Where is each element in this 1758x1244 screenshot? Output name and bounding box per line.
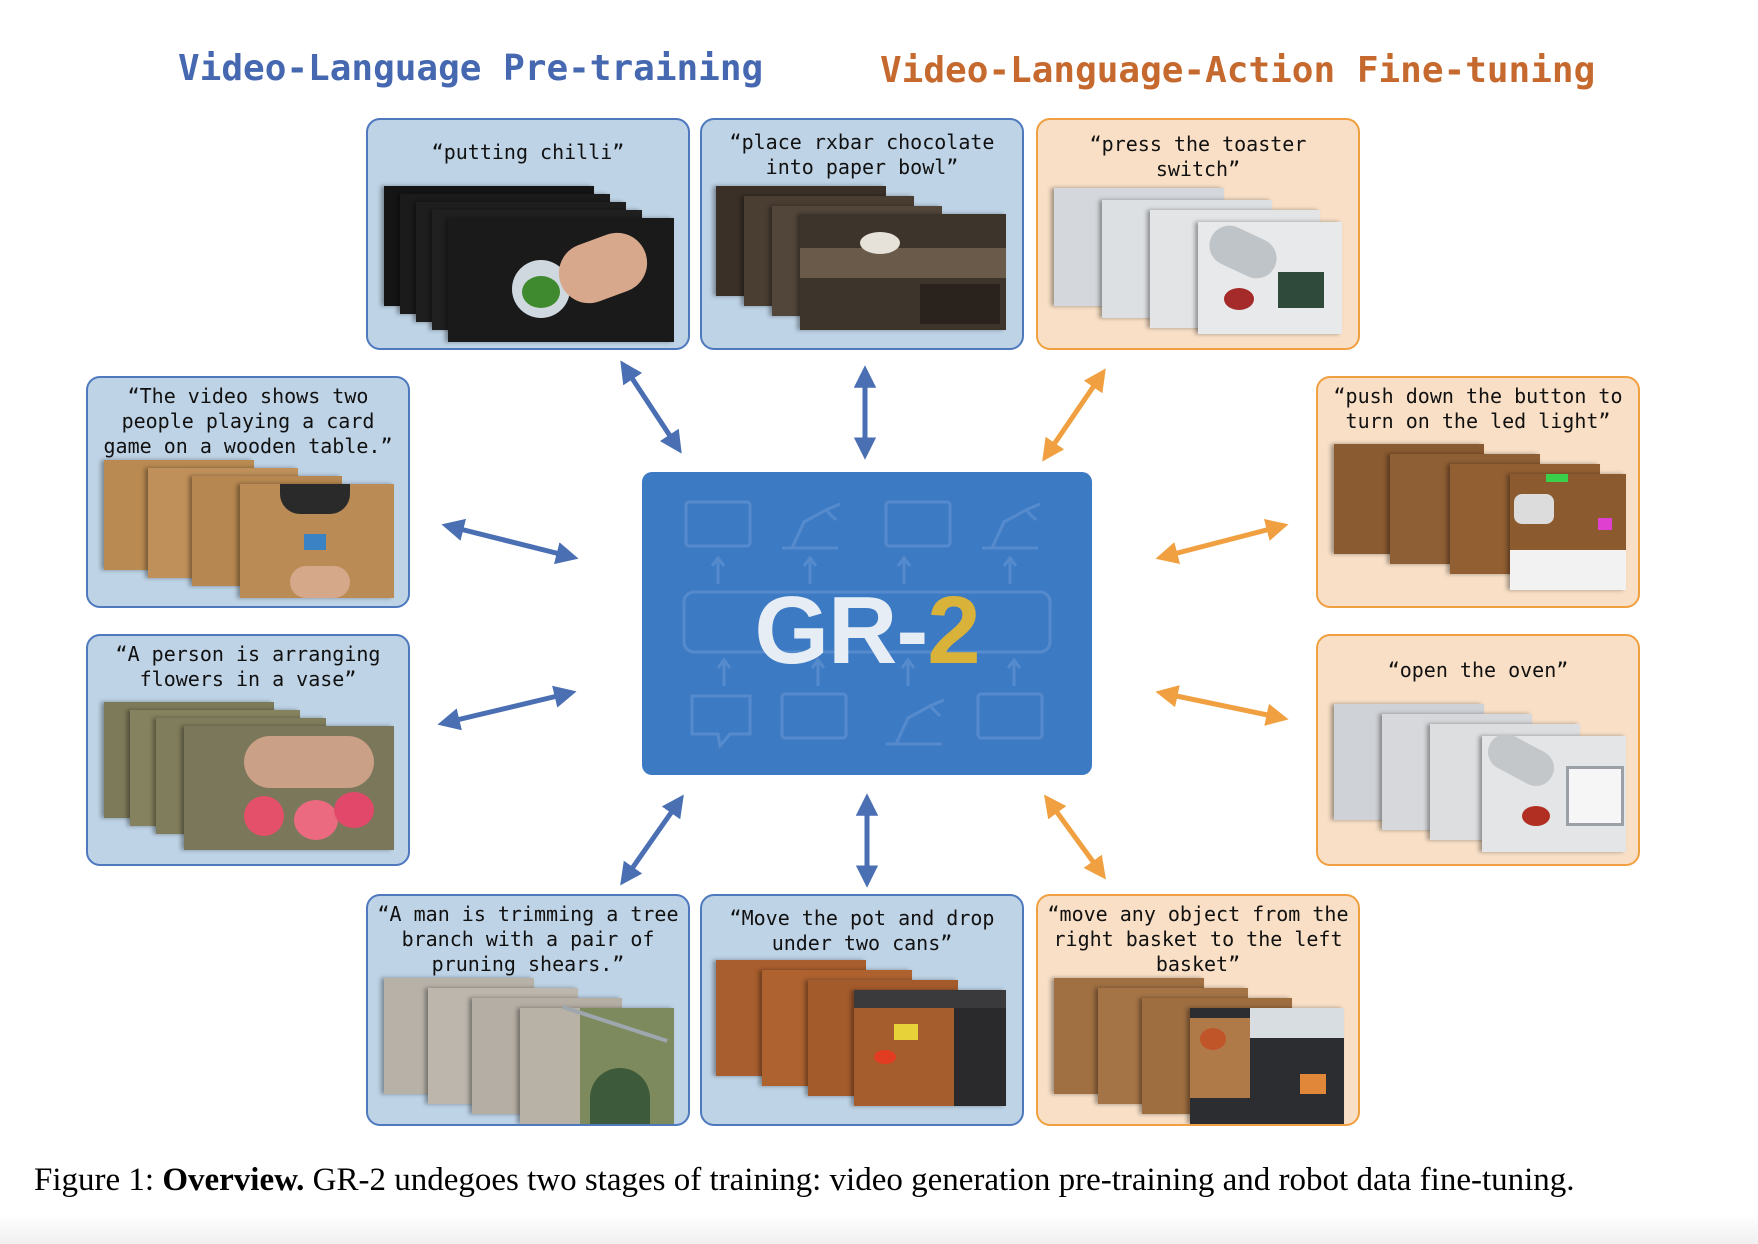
card-caption: “Move the pot and drop under two cans” [729, 906, 995, 955]
robot-arm-icon [886, 698, 945, 746]
card-move-pot: “Move the pot and drop under two cans” [700, 894, 1024, 1126]
card-caption: “A man is trimming a tree branch with a … [377, 902, 679, 976]
card-caption: “A person is arranging flowers in a vase… [115, 642, 381, 691]
arrow-trimming [620, 794, 684, 886]
arrow-oven [1155, 685, 1289, 726]
architecture-icons [682, 500, 1052, 750]
bottom-fade [0, 1214, 1758, 1244]
pretraining-header: Video-Language Pre-training [178, 48, 764, 89]
card-arranging-flowers: “A person is arranging flowers in a vase… [86, 634, 410, 866]
arrow-cards-game [441, 518, 579, 565]
arrow-led [1155, 519, 1289, 564]
card-trimming-branch: “A man is trimming a tree branch with a … [366, 894, 690, 1126]
figure-caption: Figure 1: Overview. GR-2 undegoes two st… [34, 1162, 1575, 1198]
film-icon [684, 500, 752, 548]
card-caption: “push down the button to turn on the led… [1333, 384, 1623, 433]
transformer-block-icon [682, 590, 1052, 654]
film-icon [780, 692, 848, 740]
card-caption: “putting chilli” [431, 140, 625, 164]
gr2-model-panel: GR-2 [642, 472, 1092, 775]
arrow-toaster [1042, 368, 1106, 462]
model-title: GR-2 [754, 577, 980, 684]
arrow-chilli [620, 360, 682, 454]
card-putting-chilli: “putting chilli” [366, 118, 690, 350]
card-push-led: “push down the button to turn on the led… [1316, 376, 1640, 608]
card-caption: “open the oven” [1387, 658, 1569, 682]
robot-arm-icon [982, 502, 1041, 550]
arrow-basket [1044, 794, 1106, 880]
arrow-flowers [437, 685, 577, 731]
card-caption: “place rxbar chocolate into paper bowl” [729, 130, 995, 179]
card-caption: “move any object from the right basket t… [1047, 902, 1349, 976]
finetuning-header: Video-Language-Action Fine-tuning [880, 50, 1596, 91]
card-place-rxbar: “place rxbar chocolate into paper bowl” [700, 118, 1024, 350]
card-open-oven: “open the oven” [1316, 634, 1640, 866]
card-caption: “The video shows two people playing a ca… [103, 384, 393, 458]
chat-icon [690, 694, 752, 750]
card-card-game: “The video shows two people playing a ca… [86, 376, 410, 608]
film-icon [976, 692, 1044, 740]
robot-arm-icon [782, 502, 841, 550]
card-caption: “press the toaster switch” [1089, 132, 1307, 181]
film-icon [884, 500, 952, 548]
card-move-object-basket: “move any object from the right basket t… [1036, 894, 1360, 1126]
card-press-toaster: “press the toaster switch” [1036, 118, 1360, 350]
